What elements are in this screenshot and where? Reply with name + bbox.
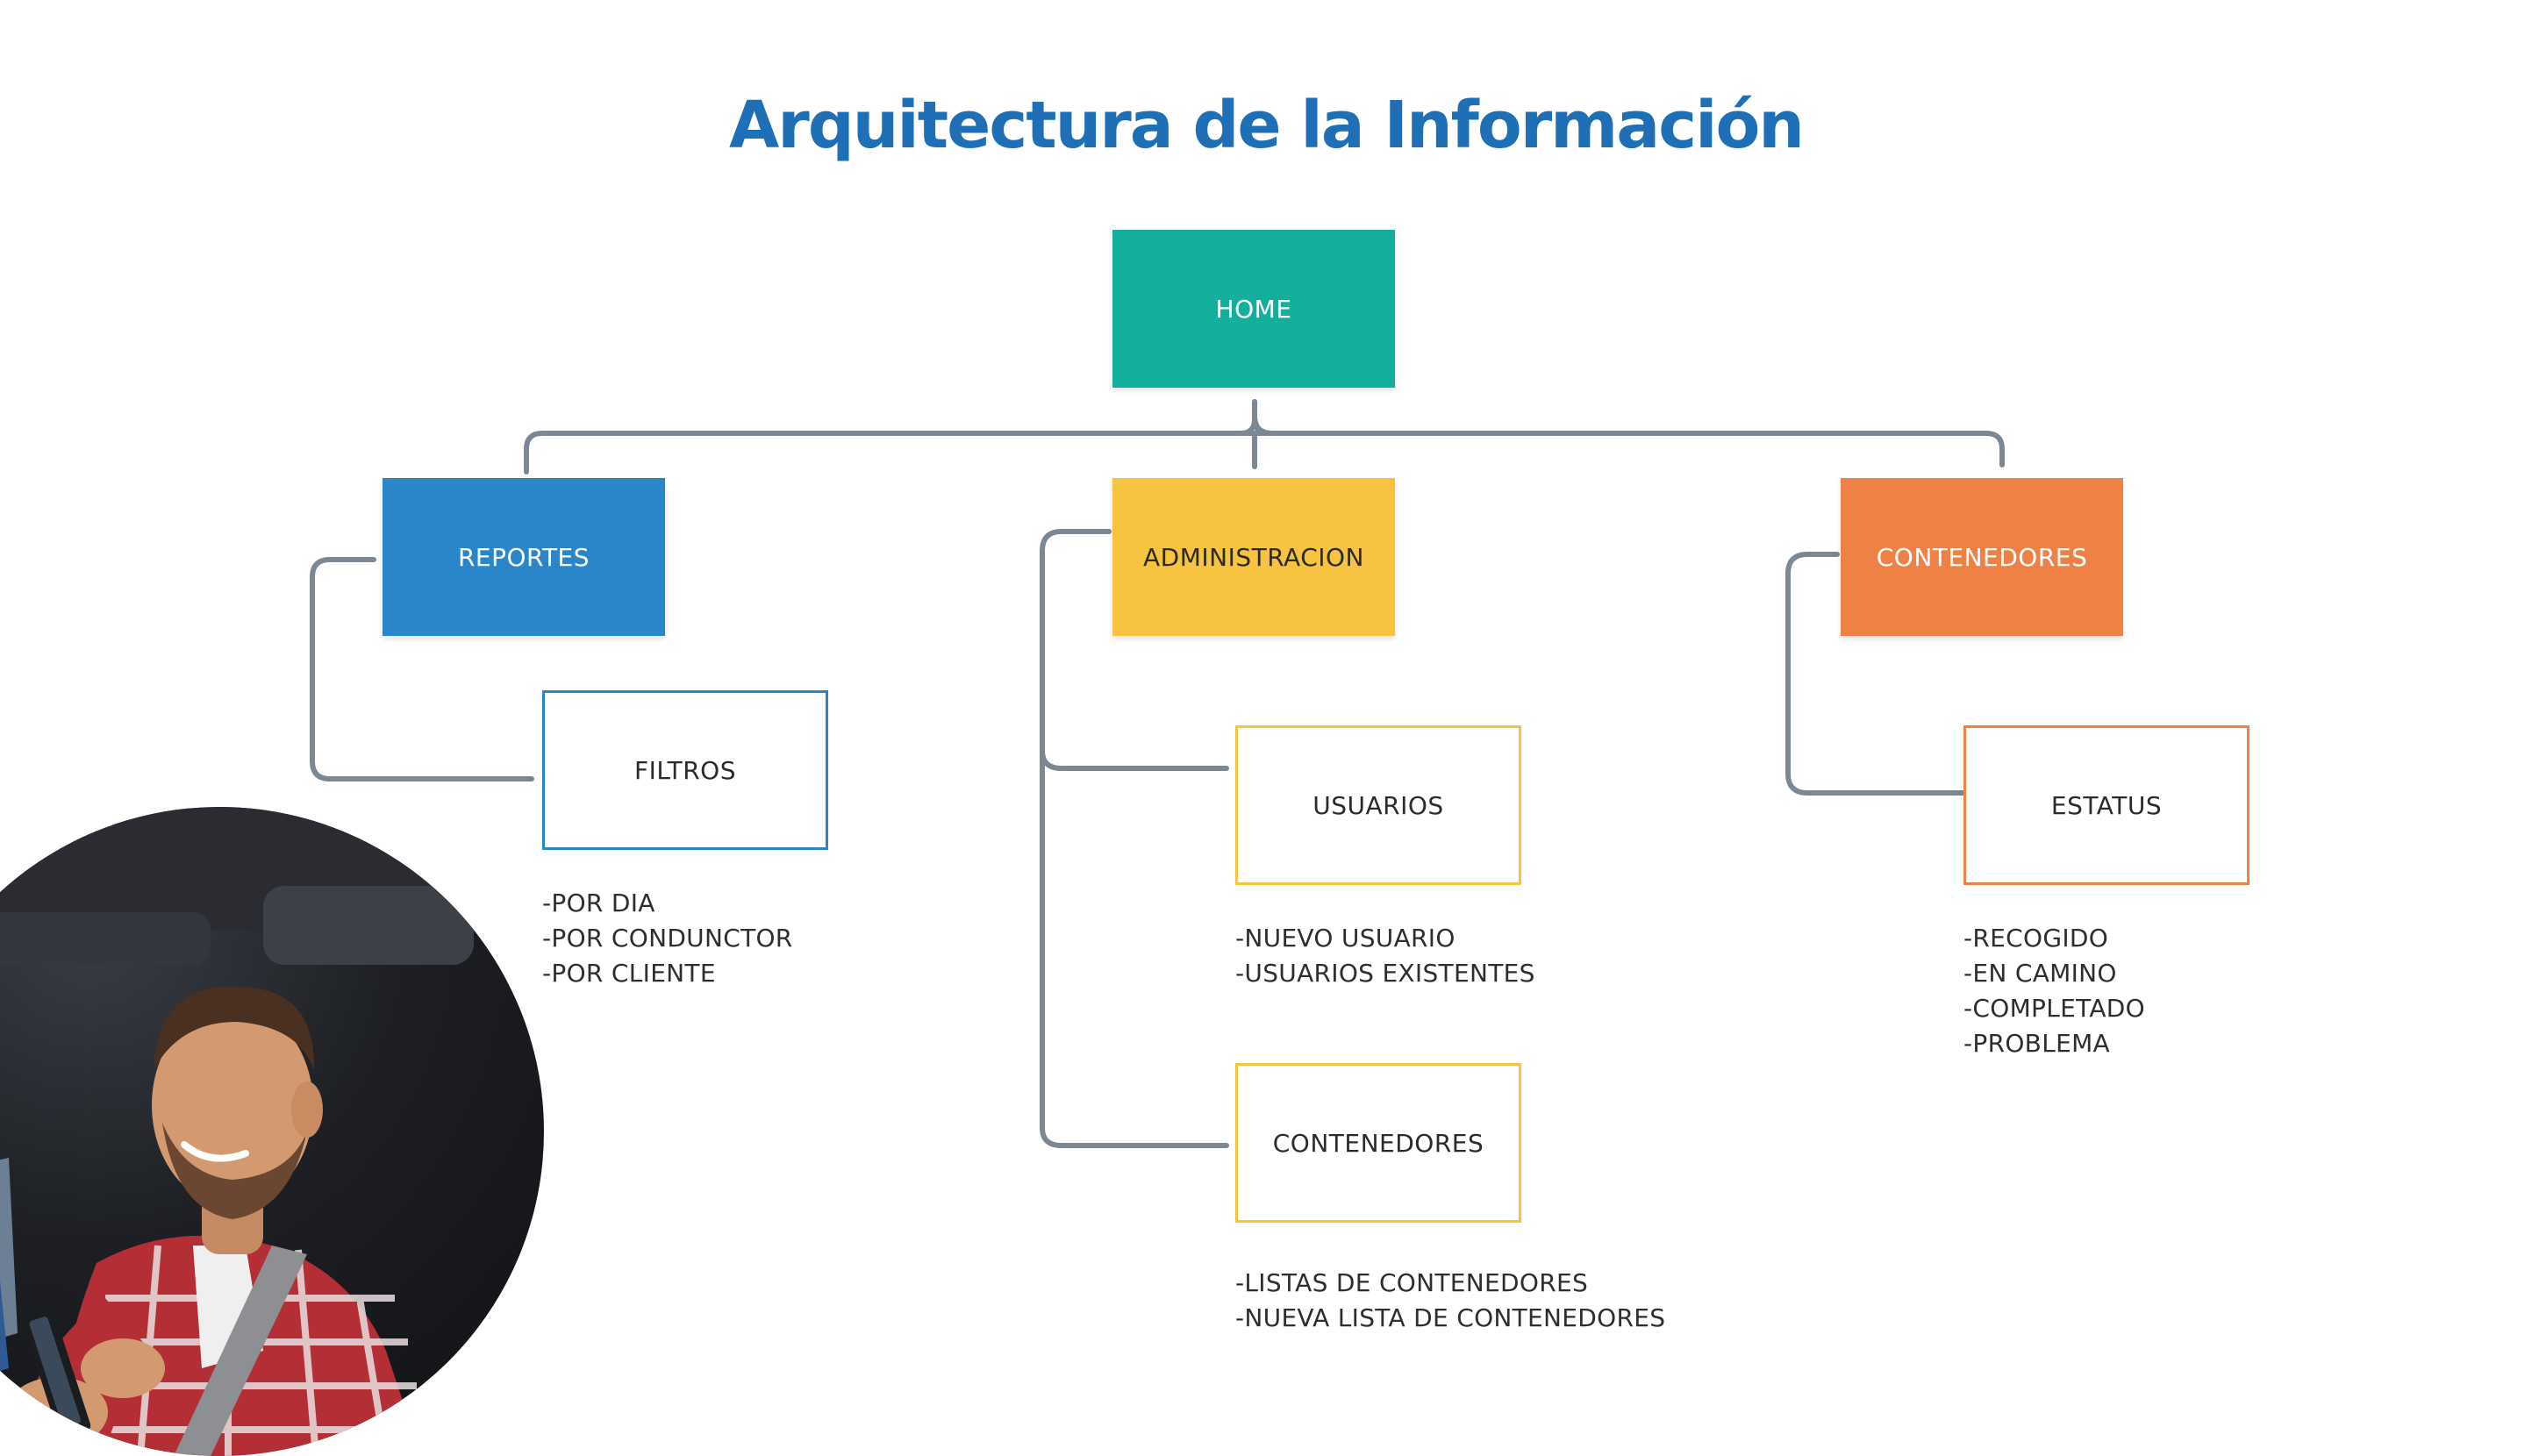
connector-admin-usuarios xyxy=(1040,748,1229,771)
list-item: -NUEVO USUARIO xyxy=(1235,924,1456,953)
node-contenedores-label: CONTENEDORES xyxy=(1876,542,2088,572)
list-item: -POR CLIENTE xyxy=(542,959,716,988)
node-administracion-label: ADMINISTRACION xyxy=(1143,542,1364,572)
connector-contenedores-estatus xyxy=(1785,552,1973,796)
node-home-label: HOME xyxy=(1215,294,1292,324)
node-contenedores: CONTENEDORES xyxy=(1841,478,2123,636)
list-estatus: -RECOGIDO -EN CAMINO -COMPLETADO -PROBLE… xyxy=(1963,921,2145,1061)
list-item: -POR DIA xyxy=(542,889,655,917)
node-usuarios: USUARIOS xyxy=(1235,725,1521,885)
list-item: -LISTAS DE CONTENEDORES xyxy=(1235,1268,1589,1297)
list-item: -POR CONDUNCTOR xyxy=(542,924,793,953)
connector-main-branch xyxy=(524,431,2005,475)
node-reportes-label: REPORTES xyxy=(457,542,590,572)
list-item: -EN CAMINO xyxy=(1963,959,2117,988)
list-item: -RECOGIDO xyxy=(1963,924,2109,953)
list-admin-contenedores: -LISTAS DE CONTENEDORES -NUEVA LISTA DE … xyxy=(1235,1266,1665,1336)
connector-admin-children xyxy=(1040,529,1229,1148)
list-filtros: -POR DIA -POR CONDUNCTOR -POR CLIENTE xyxy=(542,886,793,991)
list-item: -NUEVA LISTA DE CONTENEDORES xyxy=(1235,1303,1666,1332)
driver-with-tablet-photo xyxy=(0,807,544,1456)
node-estatus-label: ESTATUS xyxy=(2050,790,2163,820)
list-item: -USUARIOS EXISTENTES xyxy=(1235,959,1535,988)
node-admin-contenedores-label: CONTENEDORES xyxy=(1272,1128,1484,1158)
node-home: HOME xyxy=(1112,230,1395,388)
node-usuarios-label: USUARIOS xyxy=(1312,790,1444,820)
list-item: -PROBLEMA xyxy=(1963,1029,2110,1058)
list-usuarios: -NUEVO USUARIO -USUARIOS EXISTENTES xyxy=(1235,921,1535,991)
node-filtros-label: FILTROS xyxy=(634,755,736,785)
node-filtros: FILTROS xyxy=(542,690,828,850)
node-estatus: ESTATUS xyxy=(1963,725,2249,885)
node-administracion: ADMINISTRACION xyxy=(1112,478,1395,636)
list-item: -COMPLETADO xyxy=(1963,994,2146,1023)
page-title: Arquitectura de la Información xyxy=(729,88,1805,163)
node-admin-contenedores: CONTENEDORES xyxy=(1235,1063,1521,1223)
node-reportes: REPORTES xyxy=(383,478,665,636)
connector-home-center xyxy=(1238,399,1271,469)
connector-lines xyxy=(310,399,2005,1148)
connector-reportes-filtros xyxy=(310,557,534,782)
